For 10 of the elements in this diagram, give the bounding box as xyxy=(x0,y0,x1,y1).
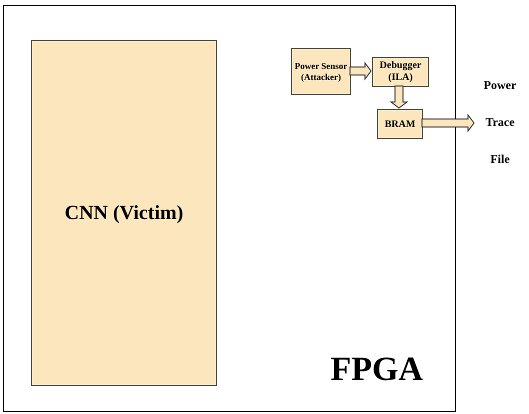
fpga-box xyxy=(3,5,456,412)
sensor-block: Power Sensor (Attacker) xyxy=(291,48,351,95)
block-arrow xyxy=(390,86,408,109)
output-text: Power Trace File xyxy=(474,66,526,178)
bram-block: BRAM xyxy=(377,109,423,139)
chip-label: FPGA xyxy=(330,351,423,389)
debugger-block: Debugger (ILA) xyxy=(372,57,429,87)
cnn-block: CNN (Victim) xyxy=(31,40,217,386)
block-arrow xyxy=(350,62,372,80)
block-arrow xyxy=(422,114,475,132)
